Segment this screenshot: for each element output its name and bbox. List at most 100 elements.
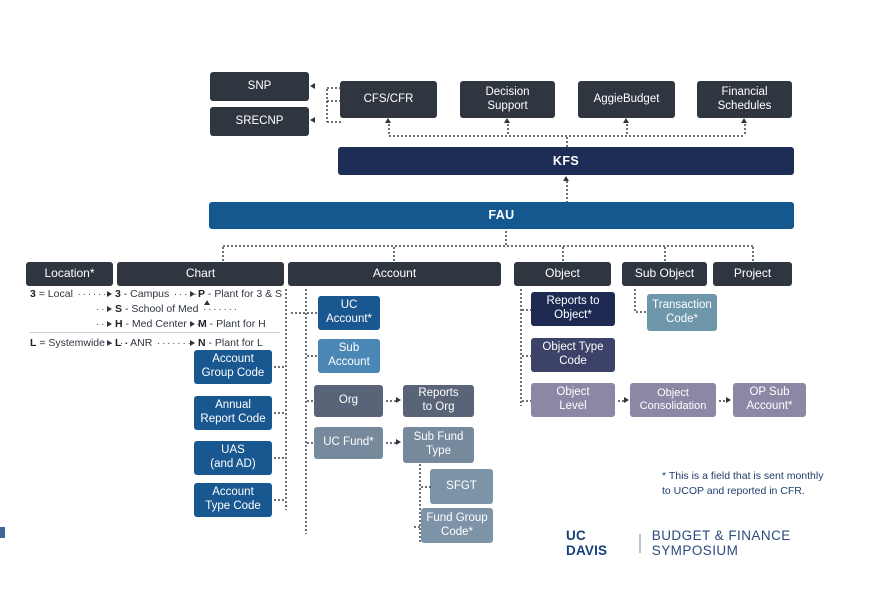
node-annual-report-code-label-2: Report Code <box>200 413 266 425</box>
node-aggiebudget[interactable]: AggieBudget <box>578 81 675 118</box>
legend-code-h: H <box>115 318 123 330</box>
node-reports-to-object[interactable]: Reports to Object* <box>531 292 615 326</box>
node-uc-fund-label: UC Fund* <box>323 436 374 449</box>
legend-text-campus: - Campus <box>120 288 170 300</box>
node-kfs-label: KFS <box>552 153 580 168</box>
node-uas-and-ad[interactable]: UAS (and AD) <box>194 441 272 475</box>
legend-text-school-of-med: - School of Med <box>122 303 199 315</box>
node-reports-to-org[interactable]: Reports to Org <box>403 385 474 417</box>
legend-text-plant-h: - Plant for H <box>206 318 266 330</box>
legend-row-plant-3s: P - Plant for 3 & S <box>198 288 282 300</box>
connector-bus-to-project <box>752 246 754 262</box>
node-sub-fund-type[interactable]: Sub Fund Type <box>403 427 474 463</box>
node-fau[interactable]: FAU <box>209 202 794 229</box>
connector-kfs-to-aggiebudget <box>626 123 628 136</box>
node-account-type-code-label-2: Type Code <box>205 500 261 512</box>
node-decision-support[interactable]: Decision Support <box>460 81 555 118</box>
column-header-location-label: Location* <box>44 266 95 281</box>
connector-chart-spine <box>285 288 287 510</box>
node-sfgt[interactable]: SFGT <box>430 469 493 504</box>
node-reports-to-object-label-1: Reports to <box>546 295 600 308</box>
connector-sub-fund-spine <box>419 463 421 543</box>
arrow-kfs-to-decision-icon <box>504 118 510 123</box>
legend-row-systemwide: L = Systemwide ···· <box>30 337 130 349</box>
brand-divider <box>638 533 641 553</box>
arrow-kfs-to-aggiebudget-icon <box>623 118 629 123</box>
node-annual-report-code-label-1: Annual <box>215 399 251 412</box>
node-uc-fund[interactable]: UC Fund* <box>314 427 383 459</box>
arrow-to-snp-icon <box>310 83 315 89</box>
arrow-to-med-center-icon <box>107 321 112 327</box>
node-uas-and-ad-label-1: UAS <box>221 444 245 457</box>
connector-to-object-level <box>521 400 531 402</box>
node-sfgt-label: SFGT <box>446 479 477 492</box>
node-uc-account[interactable]: UC Account* <box>318 296 380 330</box>
connector-chart-to-annual-report-code <box>273 412 286 414</box>
node-financial-schedules-label-1: Financial <box>721 85 768 98</box>
arrow-som-to-plant-icon <box>204 300 210 305</box>
node-financial-schedules[interactable]: Financial Schedules <box>697 81 792 118</box>
legend-divider <box>30 332 280 333</box>
arrow-to-srecnp-icon <box>310 117 315 123</box>
column-header-location[interactable]: Location* <box>26 262 113 286</box>
legend-row-campus: 3 - Campus ······ <box>115 288 205 300</box>
column-header-object[interactable]: Object <box>514 262 611 286</box>
connector-to-reports-to-object <box>521 309 531 311</box>
brand-uc-davis-label: UC DAVIS <box>566 528 608 558</box>
node-cfs-cfr[interactable]: CFS/CFR <box>340 81 437 118</box>
legend-row-anr: L - ANR ······· <box>115 337 193 349</box>
legend-code-l2: L <box>115 337 122 349</box>
footnote-line-2: to UCOP and reported in CFR. <box>662 485 805 498</box>
column-header-sub-object[interactable]: Sub Object <box>622 262 707 286</box>
node-snp[interactable]: SNP <box>210 72 309 101</box>
column-header-object-label: Object <box>545 266 580 281</box>
connector-bus-to-account <box>393 246 395 262</box>
connector-to-uc-fund <box>306 442 314 444</box>
node-op-sub-account-label-2: Account* <box>746 400 793 412</box>
node-sub-account[interactable]: Sub Account <box>318 339 380 373</box>
connector-kfs-riser <box>566 136 568 148</box>
connector-fau-down <box>505 230 507 246</box>
node-srecnp[interactable]: SRECNP <box>210 107 309 136</box>
connector-account-spine <box>305 288 307 534</box>
connector-to-org <box>306 400 314 402</box>
node-account-group-code[interactable]: Account Group Code <box>194 350 272 384</box>
node-aggiebudget-label: AggieBudget <box>593 92 660 105</box>
node-uc-account-label-2: Account* <box>325 313 373 325</box>
connector-consolidation-to-op-sub <box>718 400 727 402</box>
column-header-project[interactable]: Project <box>713 262 792 286</box>
column-header-account-label: Account <box>372 266 417 281</box>
node-kfs[interactable]: KFS <box>338 147 794 175</box>
legend-row-plant-h: M - Plant for H <box>198 318 266 330</box>
connector-bus-to-chart <box>222 246 224 262</box>
node-annual-report-code[interactable]: Annual Report Code <box>194 396 272 430</box>
connector-to-sub-account <box>306 355 318 357</box>
node-op-sub-account[interactable]: OP Sub Account* <box>733 383 806 417</box>
node-org[interactable]: Org <box>314 385 383 417</box>
legend-code-s: S <box>115 303 123 315</box>
legend-code-n: N <box>198 337 206 349</box>
node-uas-and-ad-label-2: (and AD) <box>210 458 256 470</box>
connector-chart-to-account-group-code <box>273 366 286 368</box>
node-transaction-code[interactable]: Transaction Code* <box>647 294 717 331</box>
node-account-type-code[interactable]: Account Type Code <box>194 483 272 517</box>
connector-to-object-type-code <box>521 355 531 357</box>
node-object-consolidation[interactable]: Object Consolidation <box>630 383 716 417</box>
node-sub-fund-type-label-2: Type <box>426 445 451 457</box>
branding: UC DAVIS BUDGET & FINANCE SYMPOSIUM <box>566 528 870 558</box>
arrow-ucfund-to-subfund-icon <box>396 439 401 445</box>
node-object-level[interactable]: Object Level <box>531 383 615 417</box>
node-sub-fund-type-label-1: Sub Fund <box>413 431 464 444</box>
arrow-systemwide-to-anr-icon <box>107 340 112 346</box>
node-fund-group-code[interactable]: Fund Group Code* <box>421 508 493 543</box>
column-header-chart[interactable]: Chart <box>117 262 284 286</box>
arrow-kfs-to-cfs-icon <box>385 118 391 123</box>
node-object-type-code[interactable]: Object Type Code <box>531 338 615 372</box>
legend-code-campus: 3 <box>115 288 121 300</box>
node-sub-account-label-2: Account <box>328 356 370 368</box>
legend-row-plant-l: N - Plant for L <box>198 337 263 349</box>
node-object-level-label-1: Object <box>556 386 590 399</box>
arrow-anr-to-plant-icon <box>190 340 195 346</box>
column-header-account[interactable]: Account <box>288 262 501 286</box>
node-account-group-code-label-2: Group Code <box>201 367 265 379</box>
